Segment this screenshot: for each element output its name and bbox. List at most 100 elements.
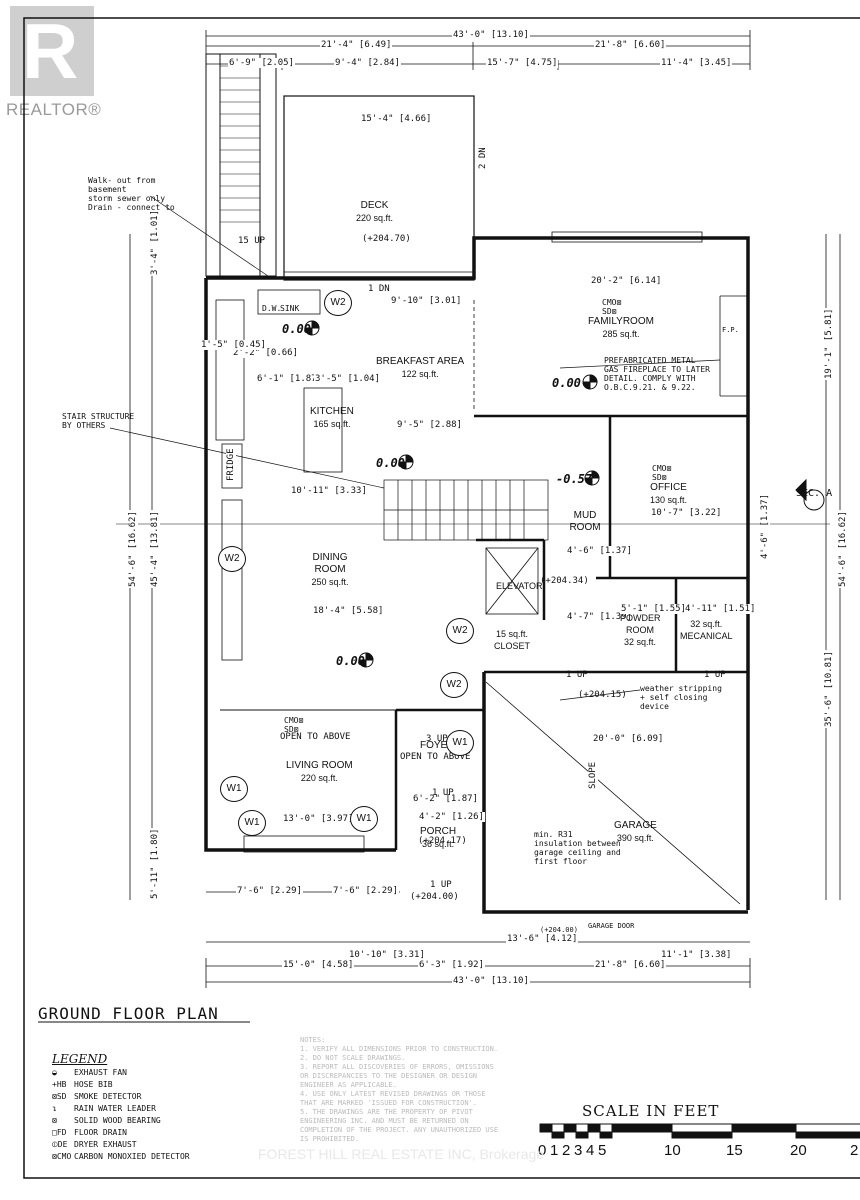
general-notes: NOTES: 1. VERIFY ALL DIMENSIONS PRIOR TO…: [300, 1036, 499, 1143]
dim-sec-a: 4'-6" [1.37]: [760, 492, 770, 560]
dim-top-left: 21'-4" [6.49]: [320, 40, 393, 50]
scale-tick-label: 2: [562, 1142, 571, 1159]
dim-porch-a: 6'-2" [1.87]: [412, 794, 480, 804]
fireplace-label: F.P.: [722, 326, 739, 334]
scale-title: SCALE IN FEET: [582, 1102, 720, 1120]
section-marker: SEC. A: [796, 488, 833, 499]
dim-mud-a: 4'-6" [1.37]: [566, 546, 634, 556]
legend-item: ⊠SOLID WOOD BEARING: [52, 1116, 161, 1125]
dim-side-f: 54'-6" [16.62]: [838, 510, 848, 588]
room-elevator: ELEVATOR: [496, 581, 543, 591]
step-up-b: 1 UP: [704, 670, 726, 680]
step-up-c: 1 UP: [432, 788, 454, 798]
dim-deck-width: 15'-4" [4.66]: [360, 114, 433, 124]
dim-breakfast: 9'-10" [3.01]: [390, 296, 463, 306]
garage-door-label: GARAGE DOOR: [588, 922, 635, 930]
dim-mud-b: 4'-7" [1.39]: [566, 612, 634, 622]
legend-item: ↴RAIN WATER LEADER: [52, 1104, 156, 1113]
sink-label: SINK: [280, 304, 300, 313]
elevation-deck: (+204.70): [362, 234, 411, 244]
dim-top-b: 9'-4" [2.84]: [334, 58, 402, 68]
legend-title: LEGEND: [52, 1052, 108, 1066]
dim-bottom-d: 6'-3" [1.92]: [418, 960, 486, 970]
dim-side-b: 54'-6" [16.62]: [128, 510, 138, 588]
dim-side-e: 19'-1" [5.81]: [824, 307, 834, 380]
detector-office: CMO⊠ SD⊠: [652, 464, 672, 482]
room-mechanical: 32 sq.ft.MECANICAL: [680, 619, 733, 641]
dim-bottom-g: 7'-6" [2.29]: [332, 886, 400, 896]
plan-title: GROUND FLOOR PLAN: [38, 1004, 219, 1023]
elevation-stair: 0.00: [376, 456, 405, 470]
elevation-garage-door: (+204.15): [578, 690, 627, 700]
dim-dining-b: 18'-4" [5.58]: [312, 606, 385, 616]
scale-tick-label: 15: [726, 1142, 743, 1159]
dim-counter-b: 1'-5" [0.45]: [200, 340, 268, 350]
elevation-breakfast: 0.00: [282, 322, 311, 336]
window-tag-w1-living-a: W1: [220, 776, 248, 802]
elevation-dining: 0.00: [336, 654, 365, 668]
dim-overall-top: 43'-0" [13.10]: [452, 30, 530, 40]
detector-living: CMO⊠ SD⊠: [284, 716, 304, 734]
room-foyer: FOYER: [420, 740, 455, 751]
dim-side-g: 35'-6" [10.81]: [824, 650, 834, 728]
dim-counter-a: 2'-2" [0.66]: [232, 348, 300, 358]
stair-note: STAIR STRUCTURE BY OTHERS: [62, 412, 135, 430]
window-tag-w1-living-b: W1: [238, 810, 266, 836]
dim-bottom-f: 7'-6" [2.29]: [236, 886, 304, 896]
weather-note: weather stripping + self closing device: [640, 684, 722, 711]
room-closet: 15 sq.ft.CLOSET: [494, 629, 531, 651]
stair-up-3: 3 UP: [426, 734, 448, 744]
dim-office: 10'-7" [3.22]: [650, 508, 723, 518]
scale-tick-label: 3: [574, 1142, 583, 1159]
walkout-note: Walk- out from basement storm sewer only…: [88, 176, 175, 212]
room-mud: MUD ROOM: [569, 510, 601, 533]
scale-tick-label: 0: [538, 1142, 547, 1159]
dim-top-a: 6'-9" [2.05]: [228, 58, 296, 68]
elevation-garage: (+204.00): [540, 926, 578, 934]
dim-dining-a: 10'-11" [3.33]: [290, 486, 368, 496]
window-tag-w2-dining: W2: [218, 546, 246, 572]
window-tag-w2-closet: W2: [446, 618, 474, 644]
dim-side-a: 3'-4" [1.01]: [150, 208, 160, 276]
scale-tick-label: 20: [790, 1142, 807, 1159]
dim-kitchen-b: 3'-5" [1.04]: [314, 374, 382, 384]
dim-bottom-e: 21'-8" [6.60]: [594, 960, 667, 970]
dim-mech: 4'-11" [1.51]: [684, 604, 757, 614]
scale-tick-label: 10: [664, 1142, 681, 1159]
window-tag-w2-breakfast: W2: [324, 290, 352, 316]
stair-down-1: 1 DN: [368, 284, 390, 294]
scale-tick-label: 4: [586, 1142, 595, 1159]
dim-bottom-overall: 43'-0" [13.10]: [452, 976, 530, 986]
open-to-above-living: OPEN TO ABOVE: [280, 732, 351, 742]
dim-family-width: 20'-2" [6.14]: [590, 276, 663, 286]
slope-label: SLOPE: [588, 760, 598, 790]
elevation-mudroom: (+204.34): [540, 576, 589, 586]
dim-kitchen-c: 9'-5" [2.88]: [396, 420, 464, 430]
dim-living: 13'-0" [3.97]: [282, 814, 355, 824]
dw-label: D.W.: [262, 304, 282, 313]
dim-bottom-h: 13'-6" [4.12]: [506, 934, 579, 944]
fireplace-note: PREFABRICATED METAL GAS FIREPLACE TO LAT…: [604, 356, 710, 392]
stair-up-15: 15 UP: [238, 236, 266, 246]
open-to-above-foyer: OPEN TO ABOVE: [400, 752, 471, 762]
fridge-label: FRIDGE: [226, 447, 236, 482]
dim-powder: 5'-1" [1.55]: [620, 604, 688, 614]
dim-side-c: 45'-4" [13.81]: [150, 510, 160, 588]
brokerage-watermark: FOREST HILL REAL ESTATE INC, Brokerage: [258, 1146, 545, 1162]
dim-top-c: 15'-7" [4.75]: [486, 58, 559, 68]
dim-bottom-a: 10'-10" [3.31]: [348, 950, 426, 960]
dim-garage: 20'-0" [6.09]: [592, 734, 665, 744]
dim-top-d: 11'-4" [3.45]: [660, 58, 733, 68]
